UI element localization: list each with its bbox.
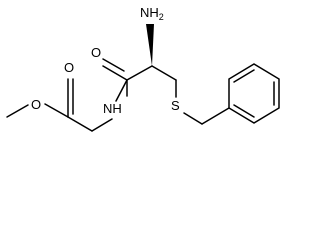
benzene-double-bond-1 xyxy=(233,69,255,83)
structural-formula: O O NH O NH2 S xyxy=(6,5,280,132)
atom-ester-carbonyl-oxygen: O xyxy=(64,60,74,75)
bond-methyl-oxygen xyxy=(6,104,29,118)
benzene-ring xyxy=(228,63,280,124)
bond-benzyl-ring xyxy=(201,107,230,125)
bond-alpha-ch2 xyxy=(151,65,177,81)
atom-amide-nitrogen: NH xyxy=(103,101,122,116)
atom-methyl-oxygen: O xyxy=(31,97,41,112)
bond-amide-carbon-nh xyxy=(115,79,128,102)
wedge-bond-alpha-amine xyxy=(146,24,154,66)
bond-amide-carbonyl-double xyxy=(102,58,125,72)
amine-subscript: 2 xyxy=(159,12,164,22)
benzene-double-bond-3 xyxy=(233,104,255,118)
bond-amide-alpha xyxy=(126,65,153,81)
amine-label: NH xyxy=(140,5,159,20)
bond-sulfur-benzyl xyxy=(183,112,203,125)
bond-ester-ch2 xyxy=(67,116,93,132)
atom-amide-carbonyl-oxygen: O xyxy=(91,45,101,60)
bond-ch2-nh xyxy=(91,118,113,132)
bond-oxygen-ester-carbon xyxy=(44,103,69,118)
atom-sulfur: S xyxy=(171,98,180,113)
atom-amine-nitrogen: NH2 xyxy=(140,5,164,22)
bond-amide-carbonyl xyxy=(102,65,128,81)
